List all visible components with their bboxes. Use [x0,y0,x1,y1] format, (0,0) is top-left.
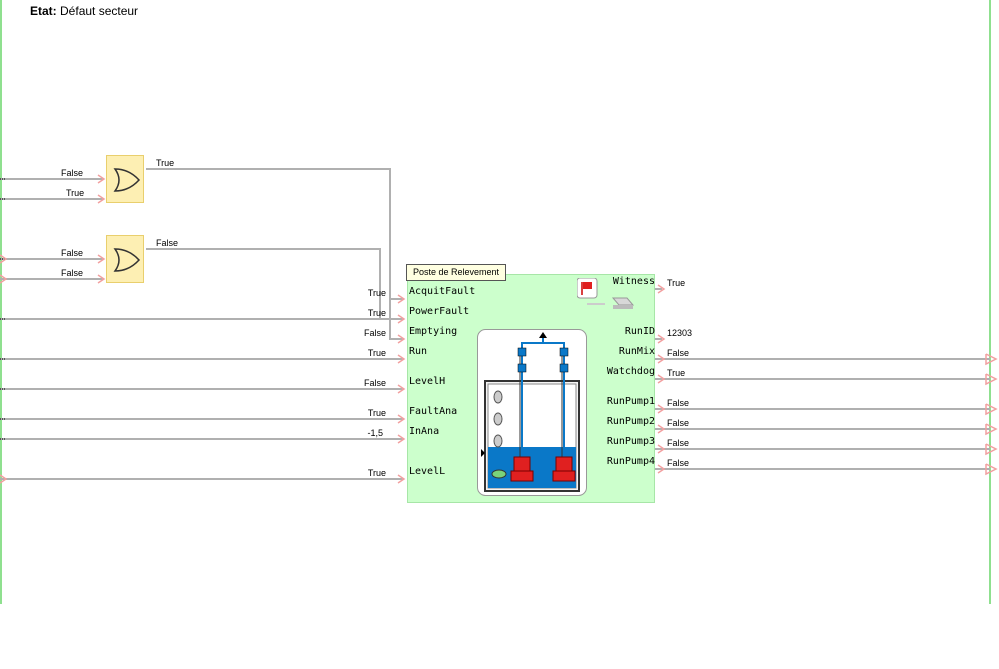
port-runpump1[interactable]: RunPump1 [606,396,655,407]
port-runid[interactable]: RunID [624,326,655,337]
output-value-watchdog: True [667,368,686,378]
input-value-levelh: False [363,378,386,388]
output-value-runpump3: False [667,438,690,448]
input-value-levell: True [367,468,386,478]
gate2-input2-value: False [61,268,84,278]
gate1-input2-value: True [66,188,85,198]
input-value-acquitfault: True [367,288,386,298]
status-value: Défaut secteur [60,4,139,18]
port-levell[interactable]: LevelL [409,466,446,477]
port-levelh[interactable]: LevelH [409,376,446,387]
output-value-runpump1: False [667,398,690,408]
port-acquitfault[interactable]: AcquitFault [409,286,476,297]
port-powerfault[interactable]: PowerFault [409,306,470,317]
status-line: Etat: Défaut secteur [30,4,138,18]
input-value-run: True [367,348,386,358]
block-title: Poste de Relevement [406,264,507,281]
output-value-witness: True [667,278,686,288]
or-gate-2[interactable] [106,235,144,283]
or-gate-icon [113,168,141,192]
input-value-emptying: False [363,328,386,338]
port-runpump3[interactable]: RunPump3 [606,436,655,447]
port-runpump2[interactable]: RunPump2 [606,416,655,427]
pump-station-icon [477,329,587,496]
port-runmix[interactable]: RunMix [618,346,655,357]
port-inana[interactable]: InAna [409,426,440,437]
gate1-output-value: True [156,158,175,168]
input-value-inana: -1,5 [367,428,383,438]
output-value-runpump4: False [667,458,690,468]
input-value-powerfault: True [367,308,386,318]
port-runpump4[interactable]: RunPump4 [606,456,655,467]
port-watchdog[interactable]: Watchdog [606,366,655,377]
left-rail [0,0,2,604]
gate1-input1-value: False [61,168,84,178]
or-gate-icon [113,248,141,272]
gate2-output-value: False [156,238,179,248]
flag-icon [577,278,635,309]
output-value-runpump2: False [667,418,690,428]
gate2-input1-value: False [61,248,84,258]
port-run[interactable]: Run [409,346,428,357]
output-value-runmix: False [667,348,690,358]
port-emptying[interactable]: Emptying [409,326,458,337]
status-label: Etat: [30,4,57,18]
input-value-faultana: True [367,408,386,418]
right-rail [989,0,991,604]
output-value-runid: 12303 [667,328,693,338]
port-faultana[interactable]: FaultAna [409,406,458,417]
port-witness[interactable]: Witness [612,276,655,287]
or-gate-1[interactable] [106,155,144,203]
